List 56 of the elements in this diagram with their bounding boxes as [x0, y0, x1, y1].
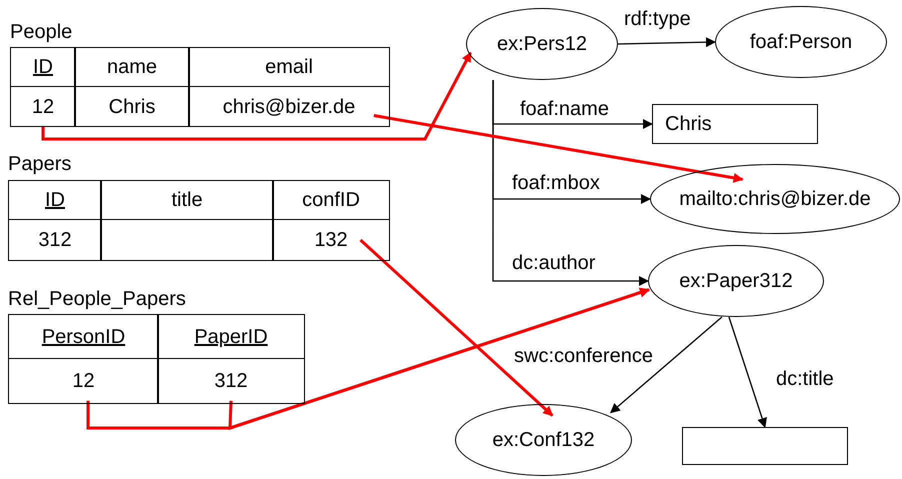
arrow	[228, 288, 650, 430]
resource-ellipse	[715, 6, 887, 78]
node-label: mailto:chris@bizer.de	[679, 188, 871, 210]
cell-text: title	[171, 189, 203, 211]
cell-text: Chris	[108, 96, 156, 118]
arrow	[359, 238, 554, 417]
cell-text: PersonID	[42, 326, 126, 348]
table-cell	[10, 86, 76, 127]
node-label: foaf:Person	[750, 31, 852, 53]
table-cell	[100, 180, 274, 220]
table-title: Papers	[8, 153, 72, 175]
node-label: ex:Pers12	[496, 33, 588, 55]
resource-ellipse	[648, 245, 824, 317]
node-label: ex:Paper312	[679, 270, 793, 292]
cell-text: ID	[45, 189, 65, 211]
literal-box	[652, 104, 818, 144]
arrow	[610, 316, 722, 414]
cell-text: 12	[72, 370, 95, 392]
cell-text: email	[265, 56, 313, 78]
literal-box	[682, 427, 848, 465]
cell-text: PaperID	[194, 326, 268, 348]
table-cell	[8, 314, 159, 359]
cell-text: chris@bizer.de	[222, 96, 356, 118]
table-cell	[157, 314, 305, 359]
table-cell	[10, 47, 76, 87]
table-cell	[8, 219, 102, 261]
cell-text: name	[106, 56, 158, 78]
table-cell	[8, 180, 102, 220]
table-cell	[74, 47, 190, 87]
arrow	[42, 52, 472, 140]
table-cell	[100, 219, 274, 261]
arrow	[492, 80, 649, 286]
arrow	[618, 37, 716, 48]
cell-text: 12	[32, 96, 54, 118]
cell-text: 312	[38, 229, 72, 251]
cell-text: ID	[33, 56, 53, 78]
table-cell	[8, 358, 159, 404]
edge-label: rdf:type	[622, 8, 693, 30]
cell-text: 132	[314, 229, 348, 251]
resource-ellipse	[466, 8, 618, 80]
resource-ellipse	[455, 404, 632, 476]
arrow	[728, 316, 767, 428]
table-cell	[188, 47, 390, 87]
table-title: People	[10, 21, 72, 43]
resource-ellipse	[650, 164, 900, 234]
table-title: Rel_People_Papers	[8, 288, 186, 310]
cell-text: 312	[214, 370, 248, 392]
table-cell	[272, 180, 390, 220]
cell-text: confID	[302, 189, 360, 211]
table-cell	[74, 86, 190, 127]
node-label: Chris	[665, 113, 712, 135]
table-cell	[272, 219, 390, 261]
node-label: ex:Conf132	[492, 429, 595, 451]
arrow	[374, 114, 744, 183]
table-cell	[188, 86, 390, 127]
table-cell	[157, 358, 305, 404]
